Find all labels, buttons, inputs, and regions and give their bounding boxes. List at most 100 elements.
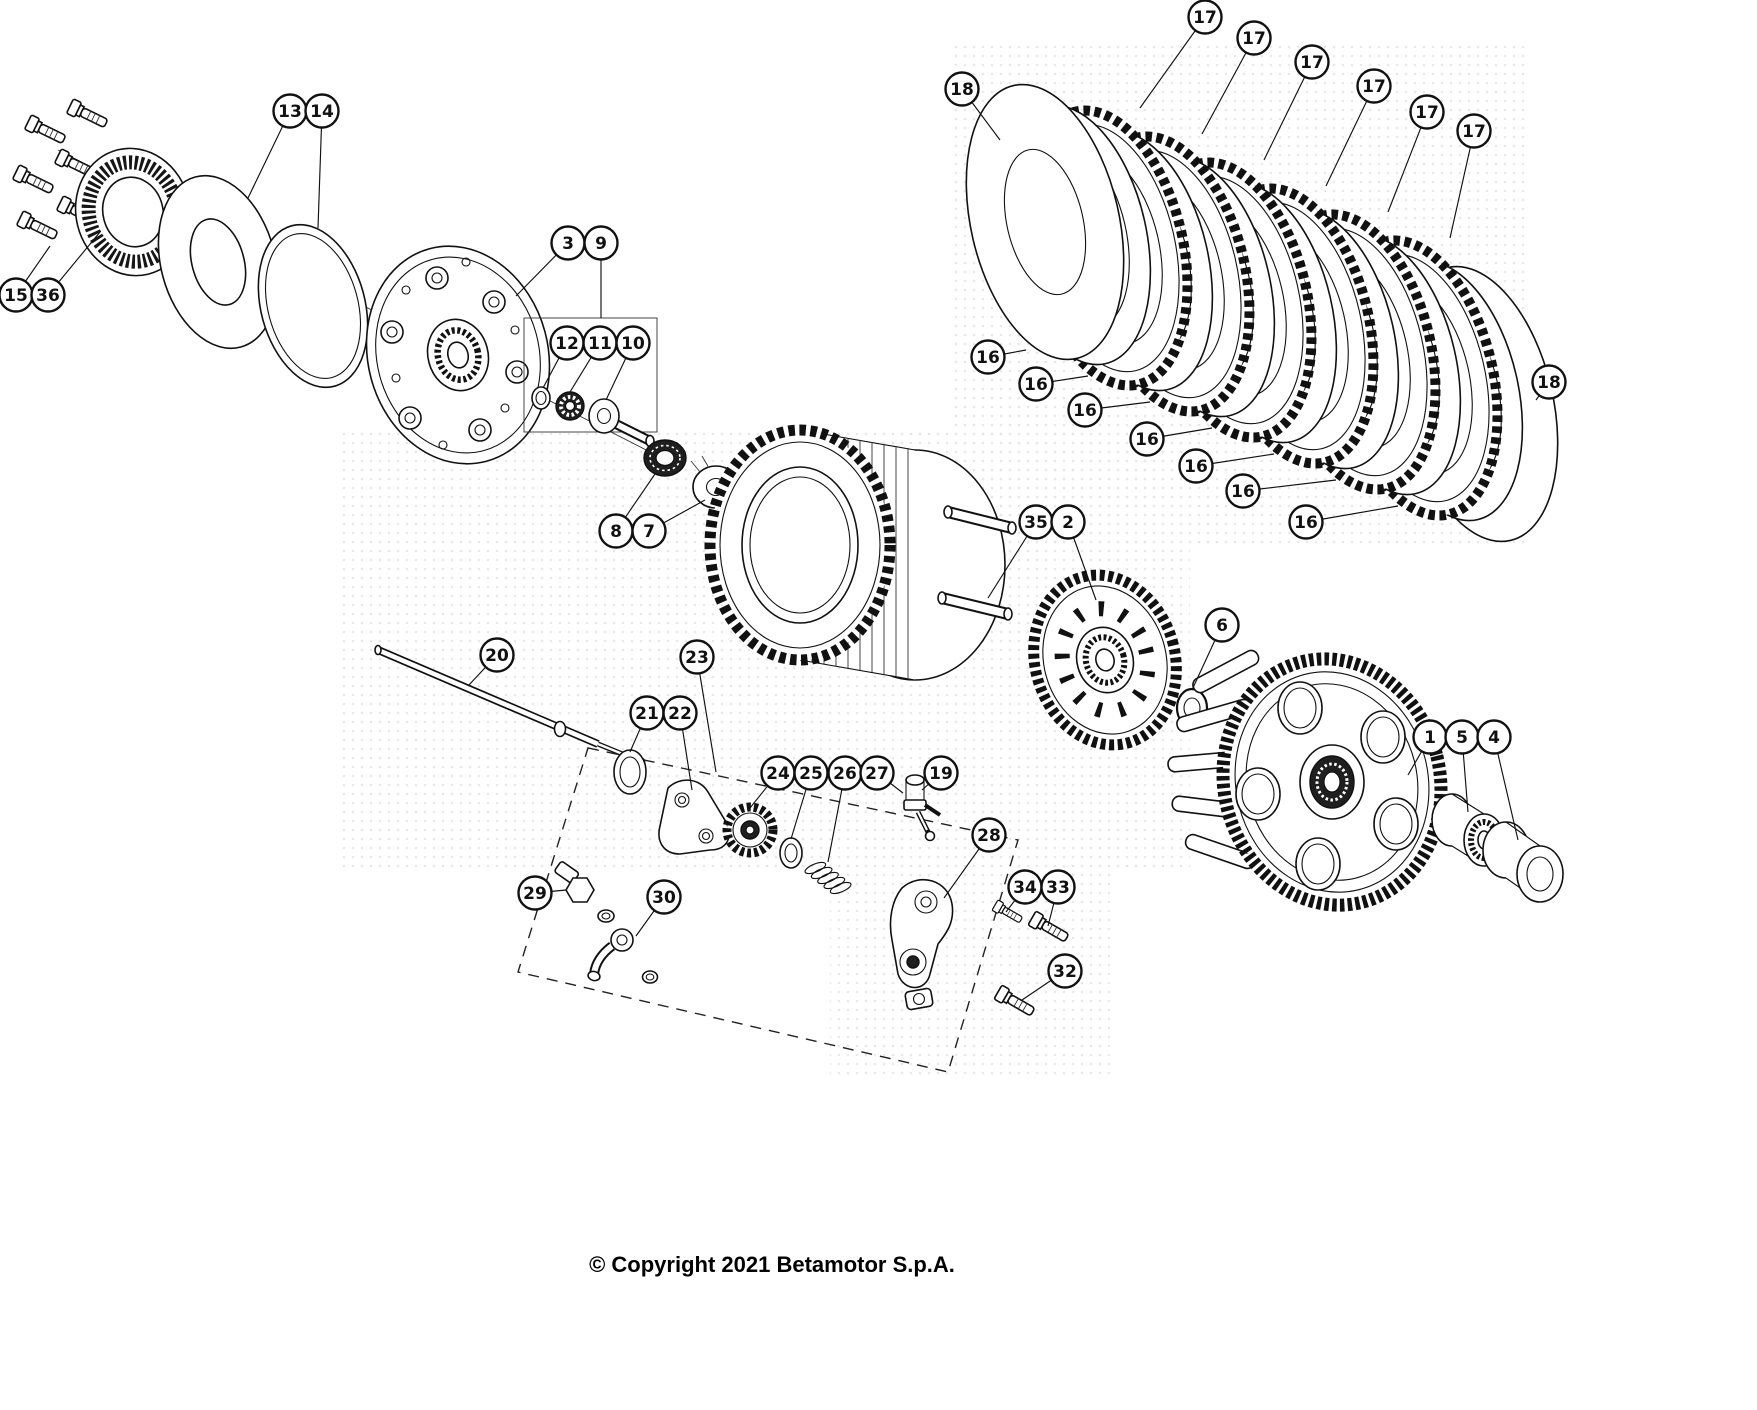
- leader-line-17: [1325, 85, 1375, 187]
- leader-line-14: [317, 110, 323, 229]
- svg-text:23: 23: [685, 648, 709, 668]
- svg-text:16: 16: [1294, 513, 1318, 533]
- svg-text:1: 1: [1424, 728, 1436, 748]
- outer-disc: [965, 83, 1125, 361]
- parts-illustration: [11, 83, 1564, 1073]
- callout-25: 25: [793, 755, 829, 791]
- callout-17: 17: [1236, 20, 1272, 56]
- callout-21: 21: [629, 695, 665, 731]
- svg-text:2: 2: [1062, 513, 1074, 533]
- svg-text:17: 17: [1242, 29, 1266, 49]
- callout-27: 27: [859, 755, 895, 791]
- callout-8: 8: [598, 513, 634, 549]
- callout-22: 22: [662, 695, 698, 731]
- callout-35: 35: [1018, 504, 1054, 540]
- callout-19: 19: [923, 755, 959, 791]
- callout-24: 24: [760, 755, 796, 791]
- release-bearing: [555, 391, 585, 421]
- svg-text:19: 19: [929, 764, 953, 784]
- svg-text:24: 24: [766, 764, 790, 784]
- clutch-center-hub: [1028, 569, 1182, 751]
- washer-pin: [588, 398, 655, 448]
- cover-gasket: [658, 779, 730, 855]
- svg-text:16: 16: [976, 348, 1000, 368]
- svg-text:5: 5: [1456, 728, 1468, 748]
- return-spring: [804, 861, 852, 895]
- svg-text:16: 16: [1184, 457, 1208, 477]
- copyright-text: © Copyright 2021 Betamotor S.p.A.: [589, 1252, 955, 1277]
- svg-text:3: 3: [562, 234, 574, 254]
- clutch-spring-disc: [157, 174, 279, 350]
- svg-text:17: 17: [1193, 8, 1217, 28]
- svg-text:29: 29: [523, 884, 547, 904]
- hub-nut: [643, 439, 687, 477]
- callout-9: 9: [583, 225, 619, 261]
- callout-16: 16: [970, 339, 1006, 375]
- svg-text:15: 15: [4, 286, 28, 306]
- callout-17: 17: [1294, 44, 1330, 80]
- callout-16: 16: [1288, 504, 1324, 540]
- callout-17: 17: [1187, 0, 1223, 35]
- callout-28: 28: [971, 817, 1007, 853]
- callout-16: 16: [1067, 392, 1103, 428]
- callout-33: 33: [1040, 869, 1076, 905]
- callout-26: 26: [827, 755, 863, 791]
- clutch-basket-gear: [1167, 649, 1448, 912]
- callout-18: 18: [944, 71, 980, 107]
- callout-29: 29: [517, 875, 553, 911]
- o-ring-small-2: [779, 837, 803, 869]
- callout-18: 18: [1531, 364, 1567, 400]
- callout-17: 17: [1456, 113, 1492, 149]
- callout-17: 17: [1356, 68, 1392, 104]
- svg-text:18: 18: [1537, 373, 1561, 393]
- callout-7: 7: [631, 513, 667, 549]
- svg-text:16: 16: [1024, 375, 1048, 395]
- pressure-plate: [365, 245, 551, 465]
- diaphragm-spring-disc: [257, 223, 369, 389]
- leader-line-23: [696, 656, 717, 773]
- svg-text:16: 16: [1073, 401, 1097, 421]
- svg-text:4: 4: [1488, 728, 1500, 748]
- svg-text:16: 16: [1231, 482, 1255, 502]
- svg-text:28: 28: [977, 826, 1001, 846]
- svg-text:17: 17: [1362, 77, 1386, 97]
- callout-16: 16: [1129, 421, 1165, 457]
- svg-text:27: 27: [865, 764, 889, 784]
- callout-3: 3: [550, 225, 586, 261]
- hub-pins: [937, 505, 1017, 621]
- callout-30: 30: [646, 879, 682, 915]
- svg-text:17: 17: [1462, 122, 1486, 142]
- callout-20: 20: [479, 637, 515, 673]
- leader-line-17: [1387, 111, 1428, 213]
- callout-36: 36: [30, 277, 66, 313]
- clutch-plate-pack: [704, 424, 1006, 681]
- svg-text:22: 22: [668, 704, 692, 724]
- svg-text:25: 25: [799, 764, 823, 784]
- svg-text:20: 20: [485, 646, 509, 666]
- leader-line-17: [1449, 130, 1475, 239]
- o-ring: [613, 749, 647, 795]
- callout-6: 6: [1204, 607, 1240, 643]
- svg-text:21: 21: [635, 704, 659, 724]
- callout-10: 10: [615, 325, 651, 361]
- callout-16: 16: [1225, 473, 1261, 509]
- svg-text:18: 18: [950, 80, 974, 100]
- elbow-fitting: [587, 928, 659, 984]
- leader-line-17: [1139, 16, 1206, 109]
- svg-text:8: 8: [610, 522, 622, 542]
- callout-2: 2: [1050, 504, 1086, 540]
- svg-text:17: 17: [1300, 53, 1324, 73]
- callout-12: 12: [549, 325, 585, 361]
- clutch-plate-stack: [965, 83, 1559, 543]
- callout-32: 32: [1047, 953, 1083, 989]
- detail-box: [523, 317, 658, 448]
- callout-14: 14: [304, 93, 340, 129]
- svg-text:12: 12: [555, 334, 579, 354]
- svg-text:32: 32: [1053, 962, 1077, 982]
- release-lever: [889, 878, 954, 1011]
- callout-1: 1: [1412, 719, 1448, 755]
- svg-text:13: 13: [278, 102, 302, 122]
